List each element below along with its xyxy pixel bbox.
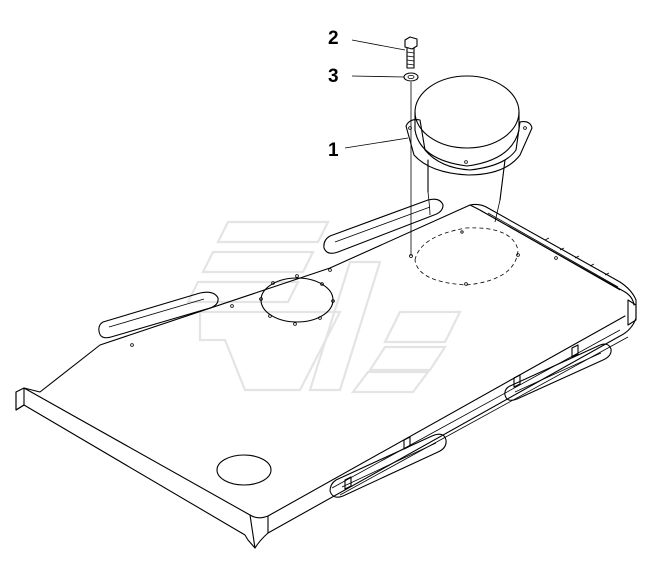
callout-2: 2 [328, 28, 339, 49]
cover-panel [15, 198, 637, 549]
bolt-holes [130, 268, 335, 347]
callout-3: 3 [328, 66, 339, 87]
fan-hood [405, 75, 533, 223]
bolt [404, 36, 418, 69]
callout-1: 1 [328, 140, 339, 161]
washer [403, 72, 419, 82]
leader-line-1 [344, 137, 409, 149]
watermark-logo [186, 220, 462, 394]
leader-line-3 [351, 75, 405, 78]
leader-line-2 [351, 39, 406, 51]
